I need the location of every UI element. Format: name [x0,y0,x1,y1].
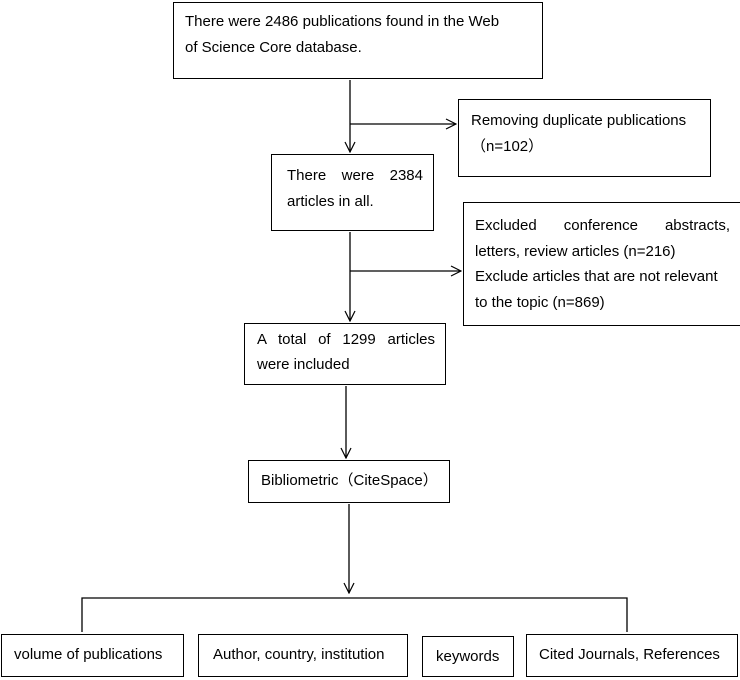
output-label-author: Author, country, institution [213,646,385,663]
identification-line-2: of Science Core database. [185,39,362,56]
exclusions-line-1: Excluded conference abstracts, [475,217,730,234]
output-label-volume: volume of publications [14,646,163,663]
exclusions-line-4: to the topic (n=869) [475,293,605,311]
analysis-label: Bibliometric（CiteSpace） [261,472,438,489]
exclusions-line-3: Exclude articles that are not relevant [475,268,718,285]
duplicates-removed-line-2: （n=102） [471,138,544,155]
exclusions-box: Excluded conference abstracts, letters, … [463,202,740,326]
identification-line-1: There were 2486 publications found in th… [185,13,500,30]
output-box-keywords: keywords [422,636,514,677]
output-box-author: Author, country, institution [198,634,408,677]
output-label-cited: Cited Journals, References [539,646,720,663]
after-dedup-box: There were 2384 articles in all. [271,154,434,231]
output-box-cited: Cited Journals, References [526,634,738,677]
output-label-keywords: keywords [436,648,500,665]
identification-box: There were 2486 publications found in th… [173,2,543,79]
after-dedup-line-2: articles in all. [287,193,374,210]
included-box: A total of 1299 articles were included [244,323,446,385]
duplicates-removed-box: Removing duplicate publications （n=102） [458,99,711,177]
after-dedup-line-1: There were 2384 [287,167,423,184]
output-bracket [81,597,628,632]
duplicates-removed-line-1: Removing duplicate publications [471,112,687,129]
included-line-1: A total of 1299 articles [257,331,435,348]
included-line-2: were included [257,356,350,373]
analysis-box: Bibliometric（CiteSpace） [248,460,450,503]
output-box-volume: volume of publications [1,634,184,677]
exclusions-line-2: letters, review articles (n=216) [475,242,676,260]
